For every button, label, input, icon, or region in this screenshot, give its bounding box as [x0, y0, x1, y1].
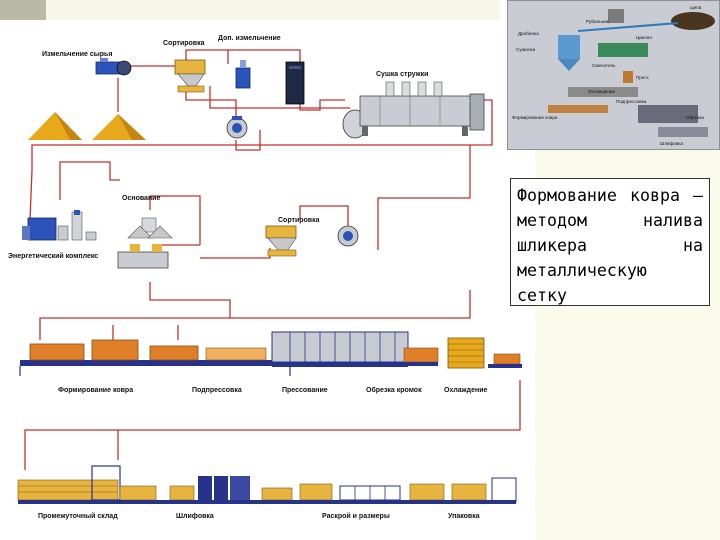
inset-label-6: Смеситель	[592, 63, 616, 68]
label-sanding: Шлифовка	[176, 513, 214, 520]
inset-conveyor	[568, 87, 638, 97]
inset-process-diagram: щепа Рубильник Дробилка Сушилка Циклон С…	[507, 0, 720, 150]
inset-label-2: Рубильник	[586, 19, 610, 24]
label-chip-drying: Сушка стружки	[376, 71, 428, 78]
packaging-unit	[409, 477, 517, 503]
inset-label-1: щепа	[690, 5, 702, 10]
pipe-network	[24, 49, 521, 470]
forming-line	[19, 339, 291, 376]
inset-cyclone	[558, 35, 580, 59]
description-textbox: Формование ковра – методом налива шликер…	[510, 178, 710, 306]
base-mixer	[117, 217, 173, 269]
label-edge-trimming: Обрезка кромок	[366, 386, 422, 394]
inset-wood-pile	[671, 12, 715, 30]
inset-label-9: Подпрессовка	[616, 99, 647, 104]
label-pressing: Прессование	[282, 387, 328, 394]
label-raw-grinding: Измельчение сырья	[42, 51, 112, 58]
inset-label-3: Дробилка	[518, 31, 539, 36]
grinder	[95, 58, 132, 76]
label-sorting-mid: Сортировка	[278, 217, 320, 224]
storage-area	[17, 465, 157, 501]
chip-dryer	[342, 81, 485, 139]
label-energy-complex: Энергетический комплекс	[8, 252, 98, 260]
label-packaging: Упаковка	[448, 513, 480, 520]
extra-grinder	[235, 60, 305, 105]
cooling-wheel	[447, 337, 522, 369]
description-text: Формование ковра – методом налива шликер…	[517, 186, 703, 305]
top-band-decoration	[46, 0, 500, 20]
edge-trimming-unit	[403, 347, 439, 366]
sorting-machine-top	[174, 59, 206, 93]
corner-decoration	[0, 0, 46, 20]
label-mat-forming: Формирование ковра	[58, 387, 133, 394]
energy-complex	[22, 210, 97, 241]
inset-label-8: Охлаждение	[588, 89, 615, 94]
sand-pile-left	[28, 112, 82, 140]
bottom-conveyor	[18, 500, 516, 504]
inset-label-10: Формирование ковра	[512, 115, 558, 120]
press-machine	[271, 331, 409, 367]
sorting-machine-mid	[265, 225, 359, 257]
label-cooling: Охлаждение	[444, 387, 488, 394]
inset-label-11: Обрезка	[686, 115, 704, 120]
label-sorting-top: Сортировка	[163, 40, 205, 47]
fan-unit-top	[226, 116, 248, 139]
label-cutting-sizing: Раскрой и размеры	[322, 512, 390, 520]
inset-label-4: Сушилка	[516, 47, 536, 52]
inset-label-12: Шлифовка	[660, 141, 683, 146]
inset-press	[638, 105, 698, 123]
label-base: Основание	[122, 195, 160, 202]
label-extra-grinding: Доп. измельчение	[218, 35, 281, 42]
sanding-machine	[169, 476, 250, 502]
label-prepressing: Подпрессовка	[192, 387, 242, 394]
inset-drawing: щепа Рубильник Дробилка Сушилка Циклон С…	[508, 1, 719, 149]
inset-mixer	[598, 43, 648, 57]
label-intermediate-storage: Промежуточный склад	[38, 512, 118, 520]
inset-label-7: Пресс	[636, 75, 650, 80]
inset-label-5: Циклон	[636, 35, 652, 40]
sand-pile-right	[92, 114, 146, 140]
cutting-machine	[261, 483, 401, 501]
inset-chipper	[608, 9, 624, 23]
